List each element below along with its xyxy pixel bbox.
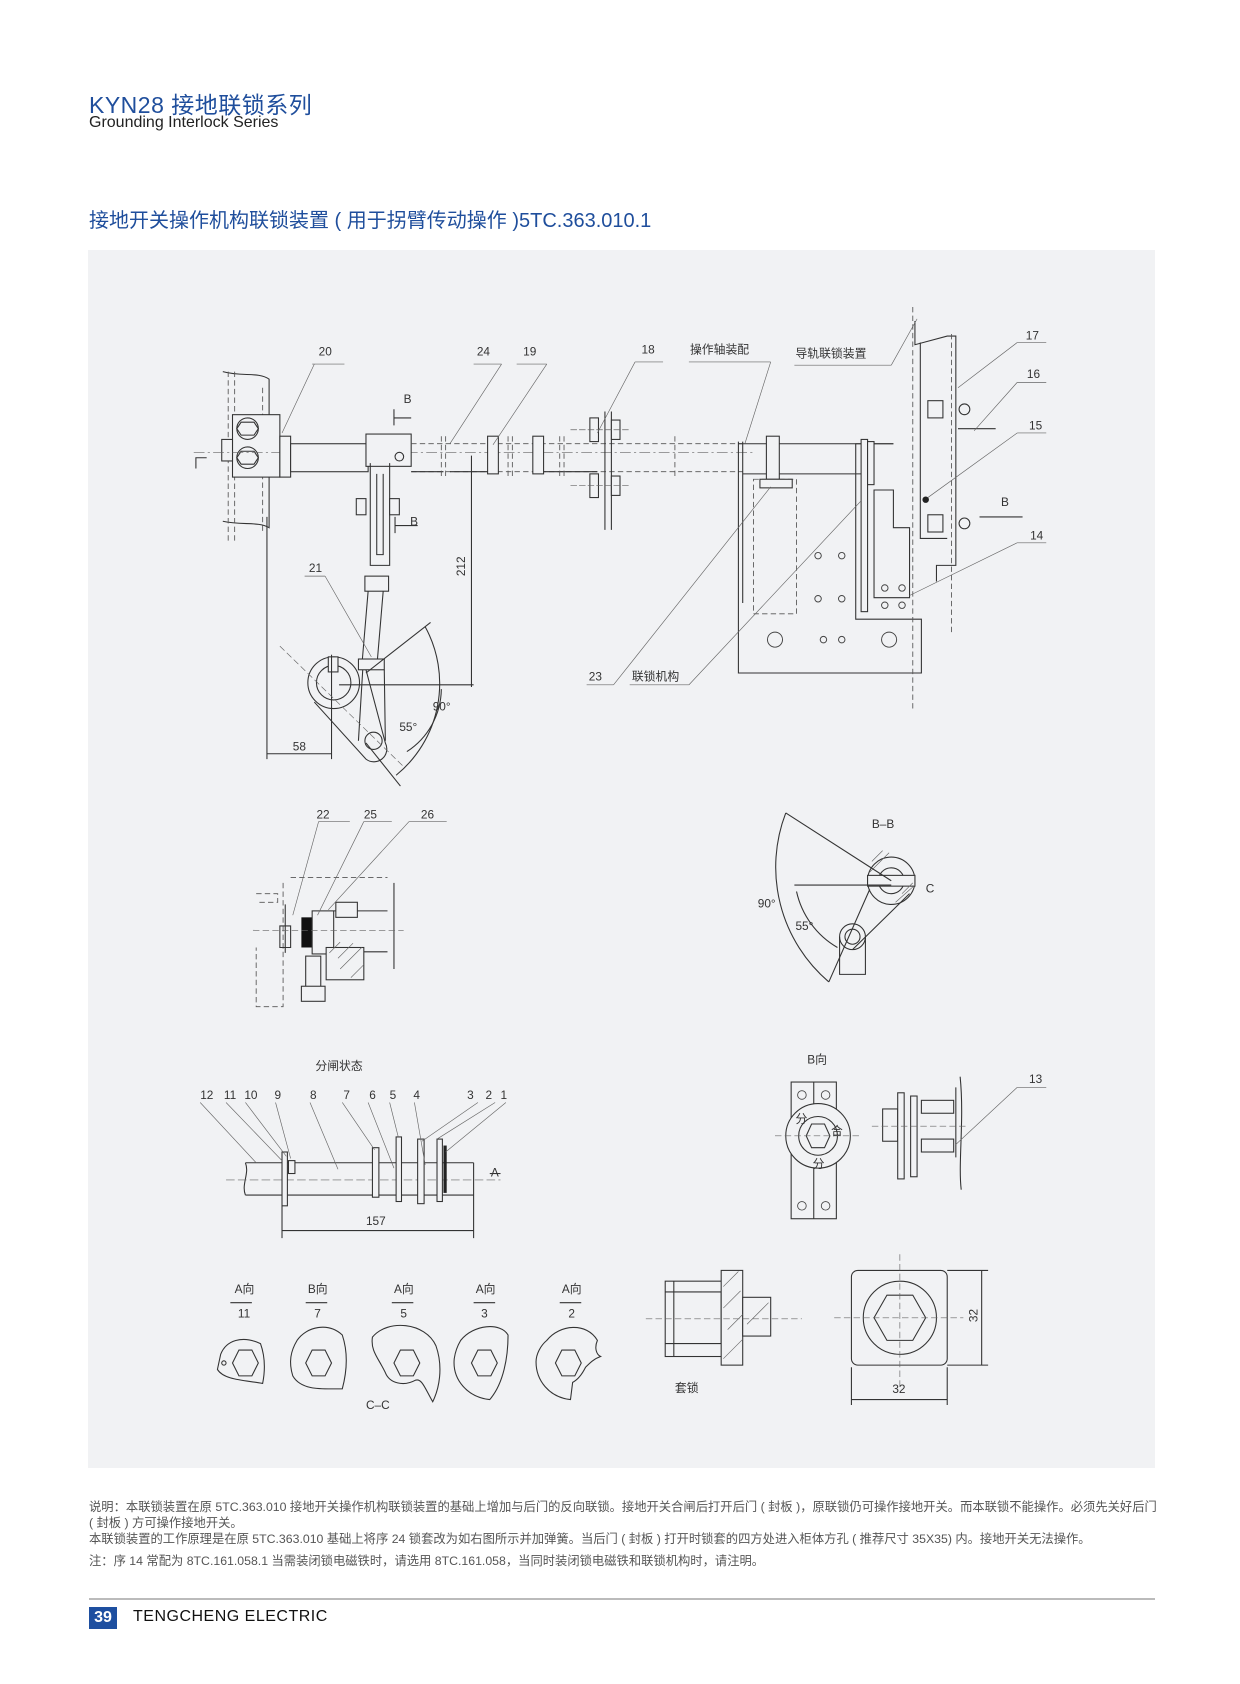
callout-12: 12 <box>200 1088 213 1102</box>
callout-26: 26 <box>421 807 435 821</box>
open-state-view: 分闸状态 A 157 12 11 10 9 8 7 6 5 4 3 2 1 <box>199 1059 508 1239</box>
cam-2: A向 2 <box>535 1282 603 1401</box>
cam-number: 2 <box>568 1307 575 1321</box>
callout-13: 13 <box>1029 1072 1043 1086</box>
callout-4: 4 <box>413 1088 420 1102</box>
main-view: 212 58 90° 55° B B <box>193 307 1047 787</box>
angle-55: 55° <box>399 720 417 734</box>
label-open: 分 <box>795 1112 807 1126</box>
callout-20: 20 <box>319 344 333 358</box>
dimension-157: 157 <box>366 1214 386 1228</box>
callout-shaft-assembly: 操作轴装配 <box>690 342 749 356</box>
sleeve-lock-label: 套锁 <box>675 1381 699 1395</box>
page-number: 39 <box>89 1607 117 1629</box>
note-remark: 注：序 14 常配为 8TC.161.058.1 当需装闭锁电磁铁时，请选用 8… <box>89 1554 765 1568</box>
callout-10: 10 <box>244 1088 258 1102</box>
footer-divider <box>89 1598 1155 1600</box>
b-view-title: B向 <box>807 1053 827 1067</box>
cam-3: A向 3 <box>453 1282 509 1401</box>
callout-24: 24 <box>477 344 491 358</box>
callout-18: 18 <box>642 342 656 356</box>
cam-number: 5 <box>400 1307 407 1321</box>
angle-90: 90° <box>433 700 451 714</box>
sleeve-lock: 套锁 32 32 <box>645 1254 989 1405</box>
open-state-title: 分闸状态 <box>315 1059 362 1073</box>
direction-a-mark: A <box>491 1166 499 1180</box>
notes: 说明：本联锁装置在原 5TC.363.010 接地开关操作机构联锁装置的基础上增… <box>89 1499 1159 1569</box>
callout-11: 11 <box>224 1088 236 1102</box>
section-title: 接地开关操作机构联锁装置 ( 用于拐臂传动操作 )5TC.363.010.1 <box>89 210 652 232</box>
note-description: 说明：本联锁装置在原 5TC.363.010 接地开关操作机构联锁装置的基础上增… <box>89 1500 1157 1530</box>
section-mark-c: C <box>926 882 935 896</box>
cam-number: 7 <box>314 1307 321 1321</box>
page-subtitle: Grounding Interlock Series <box>89 114 279 131</box>
callout-15: 15 <box>1029 419 1043 433</box>
callout-19: 19 <box>523 344 537 358</box>
callout-2: 2 <box>485 1088 492 1102</box>
callout-7: 7 <box>343 1088 350 1102</box>
callout-9: 9 <box>274 1088 281 1102</box>
callout-17: 17 <box>1026 328 1039 342</box>
cam-direction: A向 <box>394 1282 414 1296</box>
clevis-block <box>365 433 412 467</box>
bb-angle-90: 90° <box>758 897 776 911</box>
bb-angle-55: 55° <box>795 919 813 933</box>
callout-23: 23 <box>589 670 603 684</box>
callout-6: 6 <box>369 1088 376 1102</box>
label-open: 分 <box>813 1157 825 1171</box>
callout-25: 25 <box>364 807 378 821</box>
dimension-212: 212 <box>454 556 468 576</box>
cc-section-label: C–C <box>366 1398 390 1412</box>
view-mark-b: B <box>1001 495 1009 509</box>
cam-direction: A向 <box>476 1282 496 1296</box>
bb-section-title: B–B <box>872 817 894 831</box>
cam-views: A向 11 B向 7 A向 5 A向 3 <box>216 1282 603 1412</box>
bb-section: B–B C 90° 55° <box>758 812 935 983</box>
callout-5: 5 <box>390 1088 397 1102</box>
callout-14: 14 <box>1030 529 1044 543</box>
cam-number: 3 <box>481 1307 488 1321</box>
callout-8: 8 <box>310 1088 317 1102</box>
b-view: B向 分 合 分 13 <box>775 1053 1047 1220</box>
cam-direction: A向 <box>562 1282 582 1296</box>
callout-interlock-mechanism: 联锁机构 <box>632 670 679 684</box>
page-title: KYN28 接地联锁系列 <box>89 92 313 118</box>
footer-brand: TENGCHENG ELECTRIC <box>133 1608 328 1625</box>
detail-section: 22 25 26 <box>252 807 447 1008</box>
callout-3: 3 <box>467 1088 474 1102</box>
cam-5: A向 5 <box>371 1282 441 1403</box>
note-principle: 本联锁装置的工作原理是在原 5TC.363.010 基础上将序 24 锁套改为如… <box>89 1532 1091 1546</box>
cam-direction: A向 <box>235 1282 255 1296</box>
cam-direction: B向 <box>308 1282 328 1296</box>
cam-7: B向 7 <box>290 1282 347 1390</box>
callout-16: 16 <box>1027 367 1041 381</box>
label-close: 合 <box>831 1124 843 1138</box>
callout-22: 22 <box>316 807 329 821</box>
section-mark-b: B <box>410 515 418 529</box>
cam-number: 11 <box>238 1307 250 1321</box>
dimension-32-width: 32 <box>892 1382 905 1396</box>
callout-rail-interlock: 导轨联锁装置 <box>795 347 866 361</box>
dimension-32-height: 32 <box>966 1309 980 1322</box>
dimension-58: 58 <box>293 740 307 754</box>
callout-1: 1 <box>501 1088 508 1102</box>
cam-11: A向 11 <box>216 1282 265 1385</box>
callout-21: 21 <box>309 561 322 575</box>
section-mark-b: B <box>404 392 412 406</box>
